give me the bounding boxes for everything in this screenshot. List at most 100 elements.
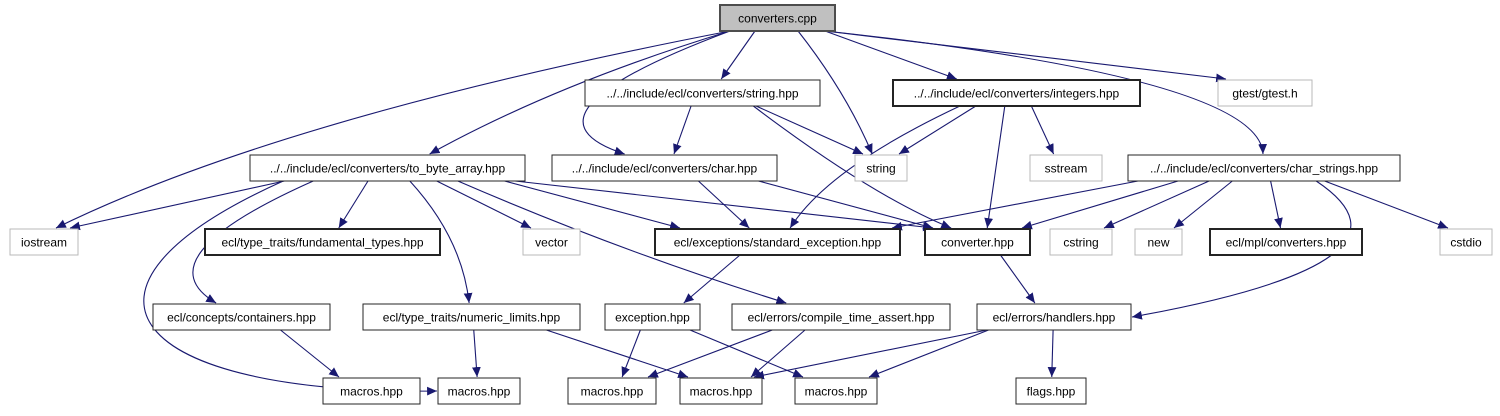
node-label-flags: flags.hpp bbox=[1027, 385, 1076, 399]
node-box-string-std bbox=[854, 154, 908, 182]
edge-to_byte_array-to-iostream bbox=[69, 180, 285, 231]
node-string-hpp[interactable]: ../../include/ecl/converters/string.hpp bbox=[584, 79, 821, 107]
node-box-sstream bbox=[1029, 154, 1103, 182]
node-box-cstdio bbox=[1439, 228, 1493, 256]
nodes-layer: converters.cpp ../../include/ecl/converte… bbox=[9, 4, 1493, 405]
node-box-macros4[interactable] bbox=[679, 377, 763, 405]
node-flags[interactable]: flags.hpp bbox=[1015, 377, 1087, 405]
node-box-to-byte-array[interactable] bbox=[249, 154, 526, 182]
node-label-exception: exception.hpp bbox=[615, 311, 690, 325]
node-new: new bbox=[1134, 228, 1183, 256]
edge-string_hpp-to-char_hpp bbox=[673, 105, 692, 155]
node-handlers[interactable]: ecl/errors/handlers.hpp bbox=[976, 303, 1132, 331]
node-box-vector bbox=[522, 228, 581, 256]
node-label-gtest: gtest/gtest.h bbox=[1232, 87, 1297, 101]
node-label-mpl-converters: ecl/mpl/converters.hpp bbox=[1226, 236, 1347, 250]
node-box-containers[interactable] bbox=[152, 303, 331, 331]
edge-converters_cpp-to-string_hpp bbox=[720, 30, 756, 80]
node-macros3[interactable]: macros.hpp bbox=[567, 377, 657, 405]
node-label-cstring: cstring bbox=[1063, 236, 1098, 250]
node-cstdio: cstdio bbox=[1439, 228, 1493, 256]
node-integers-hpp[interactable]: ../../include/ecl/converters/integers.hp… bbox=[892, 79, 1141, 107]
edge-char_strings-to-converter bbox=[1021, 180, 1179, 230]
edge-numeric_limits-to-macros4 bbox=[546, 329, 689, 379]
node-to-byte-array[interactable]: ../../include/ecl/converters/to_byte_arr… bbox=[249, 154, 526, 182]
edge-to_byte_array-to-fundamental_types bbox=[338, 180, 369, 229]
node-box-macros1[interactable] bbox=[322, 377, 421, 405]
edge-integers_hpp-to-sstream bbox=[1030, 105, 1055, 155]
node-box-flags[interactable] bbox=[1015, 377, 1087, 405]
edge-converters_cpp-to-integers_hpp bbox=[824, 30, 957, 80]
node-label-string-std: string bbox=[866, 162, 895, 176]
node-label-numeric-limits: ecl/type_traits/numeric_limits.hpp bbox=[383, 311, 561, 325]
node-converter[interactable]: converter.hpp bbox=[924, 228, 1031, 256]
edge-converters_cpp-to-to_byte_array bbox=[429, 30, 731, 155]
node-containers[interactable]: ecl/concepts/containers.hpp bbox=[152, 303, 331, 331]
edge-char_strings-to-cstring bbox=[1103, 180, 1210, 229]
node-box-fundamental-types[interactable] bbox=[204, 228, 441, 256]
node-string-std: string bbox=[854, 154, 908, 182]
node-box-integers-hpp[interactable] bbox=[892, 79, 1141, 107]
edge-converters_cpp-to-gtest bbox=[824, 30, 1227, 83]
edge-standard_exception-to-exception bbox=[683, 254, 741, 304]
node-box-standard-exception[interactable] bbox=[654, 228, 901, 256]
node-converters-cpp: converters.cpp bbox=[719, 4, 836, 32]
edge-exception-to-macros5 bbox=[689, 329, 804, 378]
node-label-standard-exception: ecl/exceptions/standard_exception.hpp bbox=[674, 236, 882, 250]
edge-compile_time_assert-to-macros4 bbox=[750, 329, 806, 378]
edge-char_strings-to-new bbox=[1173, 180, 1233, 229]
node-box-macros2[interactable] bbox=[437, 377, 521, 405]
node-macros4[interactable]: macros.hpp bbox=[679, 377, 763, 405]
node-label-containers: ecl/concepts/containers.hpp bbox=[167, 311, 316, 325]
node-box-new bbox=[1134, 228, 1183, 256]
node-label-macros4: macros.hpp bbox=[690, 385, 753, 399]
node-box-handlers[interactable] bbox=[976, 303, 1132, 331]
edge-char_strings-to-mpl_converters bbox=[1270, 180, 1283, 229]
node-label-macros3: macros.hpp bbox=[581, 385, 644, 399]
node-exception[interactable]: exception.hpp bbox=[604, 303, 701, 331]
edge-compile_time_assert-to-macros3 bbox=[647, 329, 773, 378]
node-box-macros5[interactable] bbox=[794, 377, 878, 405]
node-macros2[interactable]: macros.hpp bbox=[437, 377, 521, 405]
node-char-hpp[interactable]: ../../include/ecl/converters/char.hpp bbox=[551, 154, 778, 182]
edge-converters_cpp-to-iostream bbox=[55, 30, 731, 229]
edge-char_hpp-to-converter bbox=[758, 180, 934, 230]
node-fundamental-types[interactable]: ecl/type_traits/fundamental_types.hpp bbox=[204, 228, 441, 256]
node-box-numeric-limits[interactable] bbox=[362, 303, 581, 331]
edge-to_byte_array-to-containers bbox=[192, 180, 314, 304]
node-label-fundamental-types: ecl/type_traits/fundamental_types.hpp bbox=[221, 236, 423, 250]
node-label-new: new bbox=[1147, 236, 1169, 250]
node-box-cstring bbox=[1049, 228, 1113, 256]
node-compile-time-assert[interactable]: ecl/errors/compile_time_assert.hpp bbox=[731, 303, 951, 331]
node-label-cstdio: cstdio bbox=[1450, 236, 1482, 250]
node-char-strings[interactable]: ../../include/ecl/converters/char_string… bbox=[1127, 154, 1401, 182]
node-mpl-converters[interactable]: ecl/mpl/converters.hpp bbox=[1209, 228, 1363, 256]
edge-to_byte_array-to-standard_exception bbox=[504, 180, 681, 230]
node-standard-exception[interactable]: ecl/exceptions/standard_exception.hpp bbox=[654, 228, 901, 256]
node-label-char-strings: ../../include/ecl/converters/char_string… bbox=[1150, 162, 1378, 176]
node-box-string-hpp[interactable] bbox=[584, 79, 821, 107]
node-macros5[interactable]: macros.hpp bbox=[794, 377, 878, 405]
node-box-char-hpp[interactable] bbox=[551, 154, 778, 182]
edge-containers-to-macros1 bbox=[280, 329, 340, 378]
node-label-sstream: sstream bbox=[1045, 162, 1088, 176]
node-cstring: cstring bbox=[1049, 228, 1113, 256]
edge-char_strings-to-standard_exception bbox=[891, 180, 1139, 231]
node-box-char-strings[interactable] bbox=[1127, 154, 1401, 182]
edge-handlers-to-flags bbox=[1047, 329, 1057, 378]
node-box-converters-cpp bbox=[719, 4, 836, 32]
node-box-macros3[interactable] bbox=[567, 377, 657, 405]
edge-to_byte_array-to-vector bbox=[436, 180, 532, 229]
node-box-exception[interactable] bbox=[604, 303, 701, 331]
node-box-mpl-converters[interactable] bbox=[1209, 228, 1363, 256]
node-numeric-limits[interactable]: ecl/type_traits/numeric_limits.hpp bbox=[362, 303, 581, 331]
node-box-iostream bbox=[9, 228, 79, 256]
edge-integers_hpp-to-standard_exception bbox=[789, 105, 961, 229]
node-vector: vector bbox=[522, 228, 581, 256]
node-macros1[interactable]: macros.hpp bbox=[322, 377, 421, 405]
node-label-char-hpp: ../../include/ecl/converters/char.hpp bbox=[572, 162, 758, 176]
edge-string_hpp-to-string_std bbox=[755, 105, 864, 155]
node-box-converter[interactable] bbox=[924, 228, 1031, 256]
node-box-compile-time-assert[interactable] bbox=[731, 303, 951, 331]
edges-layer bbox=[55, 30, 1449, 396]
